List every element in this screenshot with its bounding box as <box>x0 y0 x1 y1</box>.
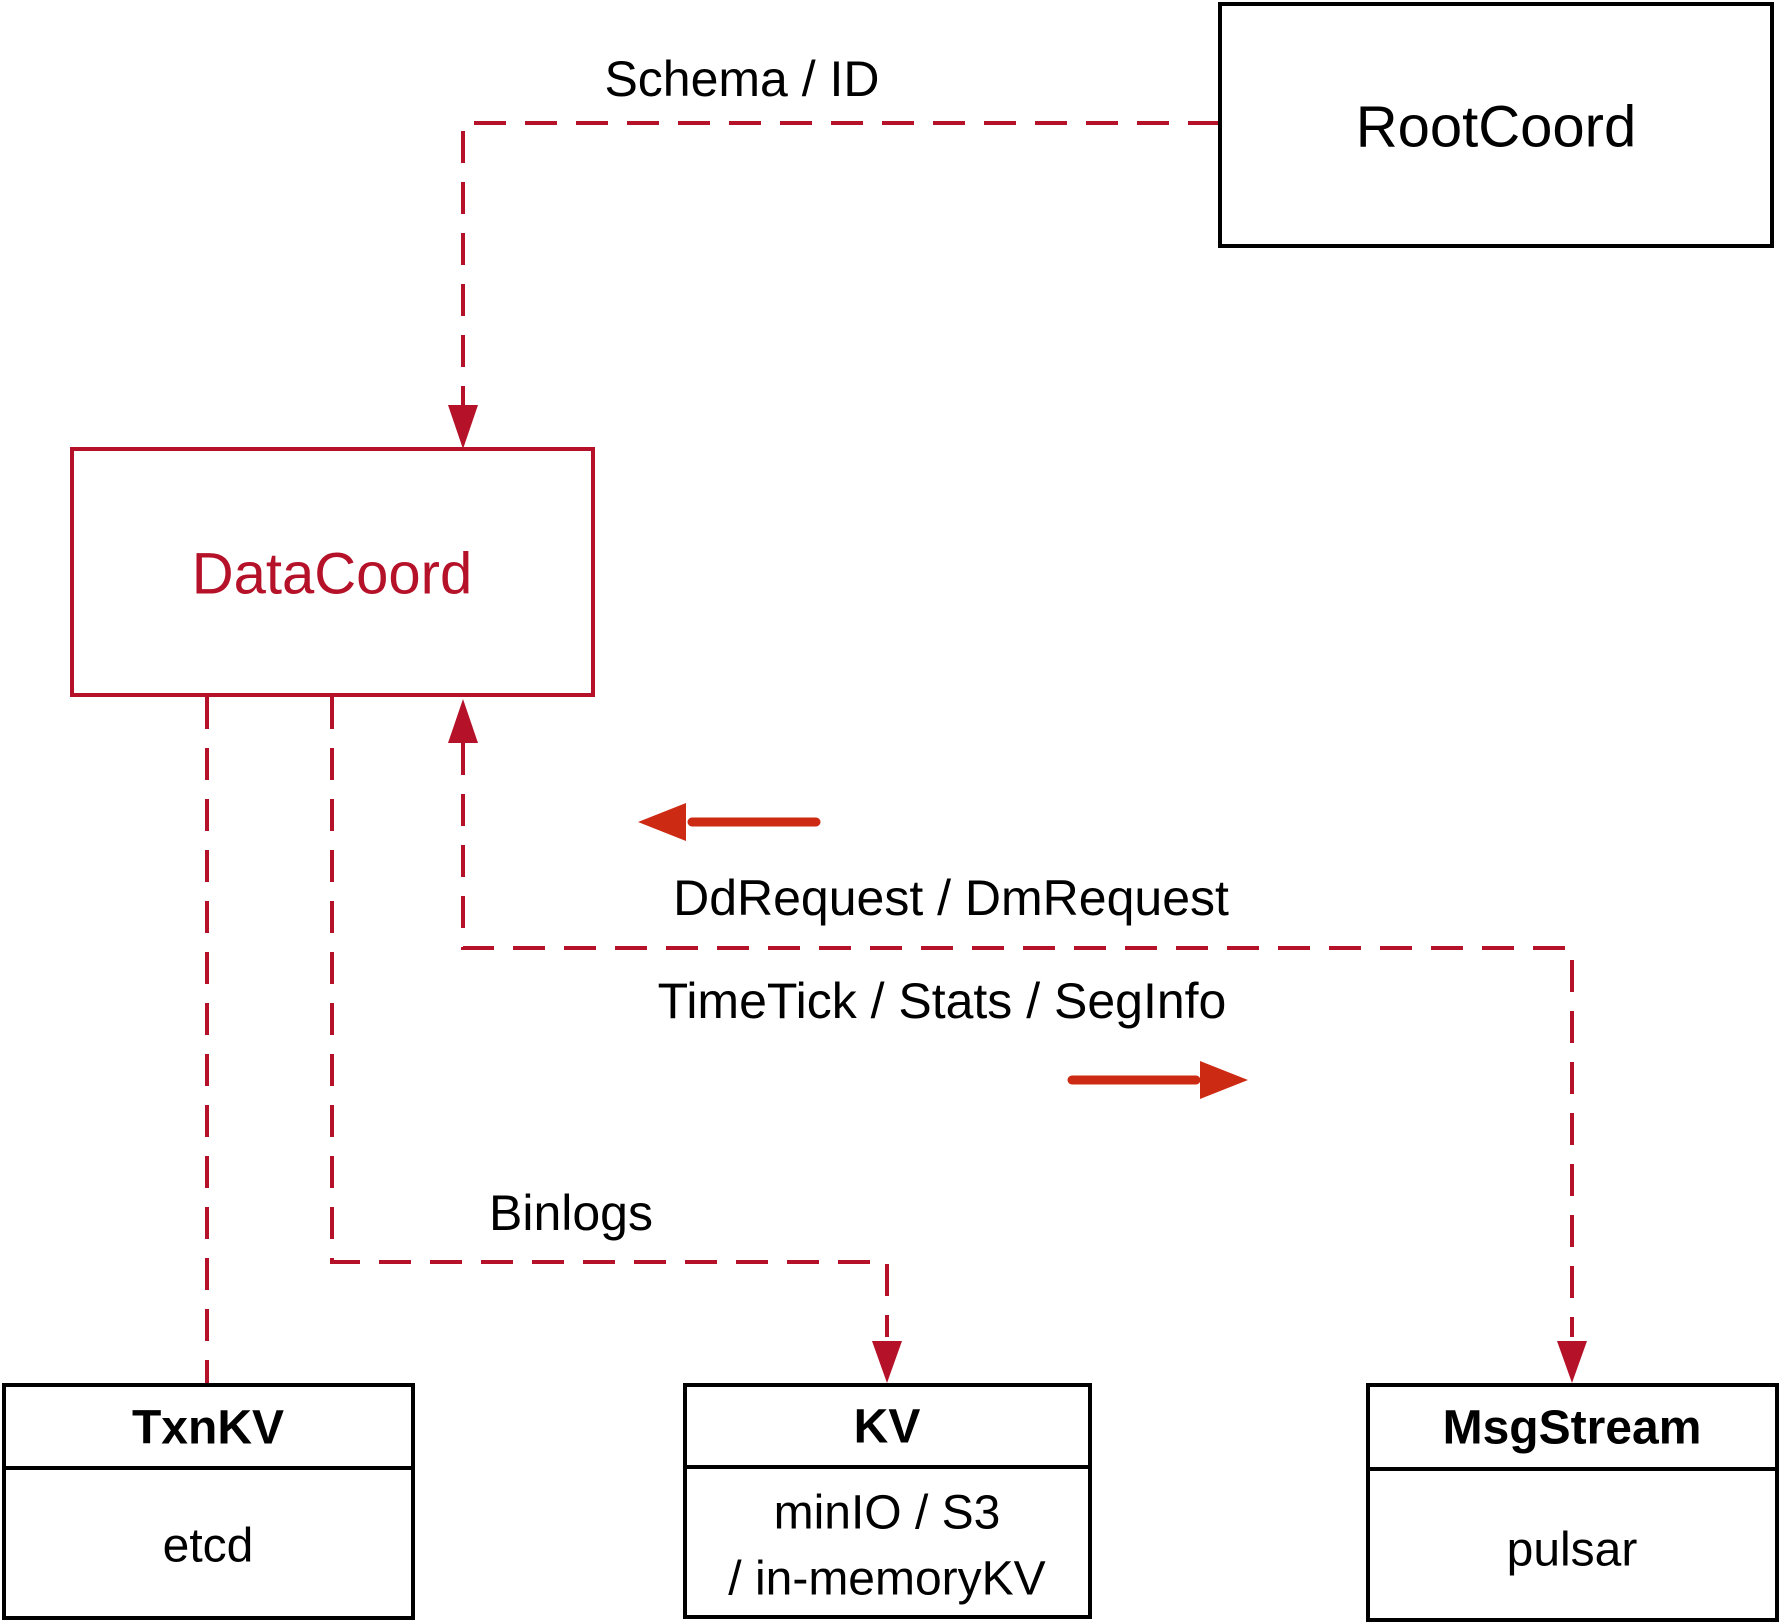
timetick-stats-seginfo-label: TimeTick / Stats / SegInfo <box>658 973 1227 1029</box>
kv-box <box>683 1383 1092 1619</box>
rootcoord-node: RootCoord <box>1218 2 1774 248</box>
txnkv-subtitle: etcd <box>163 1520 254 1573</box>
binlogs-arrowhead-icon <box>872 1341 902 1383</box>
datacoord-node: DataCoord <box>70 447 595 697</box>
datacoord-label: DataCoord <box>192 542 472 607</box>
datacoord-box <box>70 447 595 697</box>
right-flow-arrow-icon <box>1067 1061 1248 1099</box>
schema-id-arrowhead-icon <box>448 405 478 449</box>
rootcoord-box <box>1218 2 1774 248</box>
kv-subtitle-line1: minIO / S3 <box>774 1487 1001 1540</box>
rootcoord-label: RootCoord <box>1356 95 1636 160</box>
msgstream-subtitle: pulsar <box>1507 1524 1638 1577</box>
kv-subtitle-line2: / in-memoryKV <box>728 1553 1045 1606</box>
msgstream-title: MsgStream <box>1443 1402 1702 1455</box>
binlogs-edge <box>330 697 889 1337</box>
to-msgstream-arrowhead-icon <box>1557 1341 1587 1383</box>
txnkv-node: TxnKV etcd <box>2 1383 415 1620</box>
msgstream-box <box>1366 1383 1779 1622</box>
to-datacoord-arrowhead-icon <box>448 699 478 743</box>
dd-dm-request-label: DdRequest / DmRequest <box>673 870 1229 926</box>
binlogs-label: Binlogs <box>489 1185 653 1241</box>
msgstream-edge <box>461 743 1574 1337</box>
kv-node: KV minIO / S3 / in-memoryKV <box>683 1383 1092 1619</box>
kv-title: KV <box>854 1401 921 1454</box>
txnkv-title: TxnKV <box>132 1402 284 1455</box>
schema-id-label: Schema / ID <box>604 51 879 107</box>
msgstream-node: MsgStream pulsar <box>1366 1383 1779 1622</box>
left-flow-arrow-icon <box>638 803 821 841</box>
txnkv-box <box>2 1383 415 1620</box>
schema-id-edge <box>461 121 1220 441</box>
